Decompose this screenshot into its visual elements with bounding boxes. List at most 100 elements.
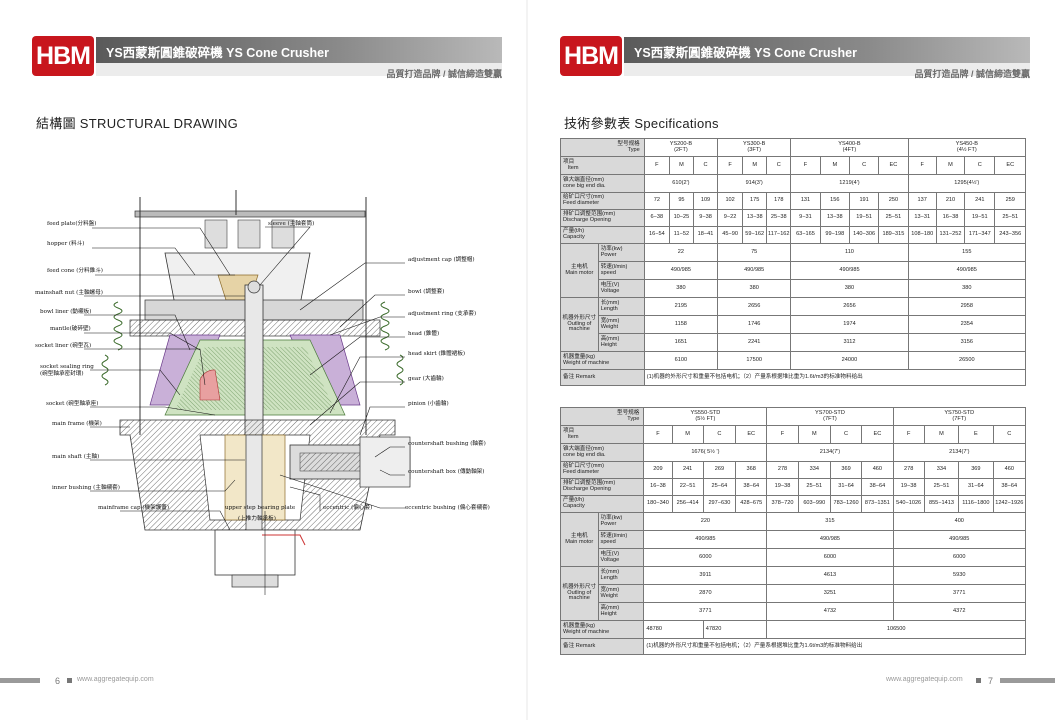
header-bar: YS西蒙斯圓錐破碎機 YS Cone Crusher xyxy=(624,37,1030,63)
table-cell: 31−64 xyxy=(958,478,994,496)
dims-label-cn: 机器外形尺寸 xyxy=(562,314,597,321)
row-label-cn: 高(mm) xyxy=(600,335,620,342)
table-cell: 278 xyxy=(892,461,925,479)
table-cell: 5930 xyxy=(892,566,1027,585)
row-label: 锥大端直径(mm)cone big end dia. xyxy=(559,443,645,462)
table-cell: 16−54 xyxy=(643,226,670,244)
table-cell: 4613 xyxy=(766,566,894,585)
model-header: YS200-B(2FT) xyxy=(643,138,719,157)
motor-label-en: Main motor xyxy=(565,269,594,276)
model-header: YS450-B(4½ FT) xyxy=(907,138,1027,157)
table-cell: 95 xyxy=(668,192,694,210)
table-cell: 368 xyxy=(735,461,768,479)
table-cell: 334 xyxy=(923,461,960,479)
table-cell: 3156 xyxy=(907,333,1027,352)
table-cell: 1295(4½') xyxy=(907,174,1027,193)
header-title: YS西蒙斯圓錐破碎機 YS Cone Crusher xyxy=(634,46,857,60)
row-label: 给矿口尺寸(mm)Feed diameter xyxy=(559,461,645,479)
table-cell: 131−252 xyxy=(935,226,966,244)
table-cell: 2134(7') xyxy=(766,443,894,462)
label-feed-plate: feed plate(分料盤) xyxy=(47,221,97,227)
row-label-cn: 锥大端直径(mm) xyxy=(563,176,605,183)
table-cell: 19−38 xyxy=(892,478,925,496)
footer-square xyxy=(976,678,981,683)
table-row: 项目 Item F M C F M C F M C EC F M C EC xyxy=(560,156,1026,175)
table-cell: 1242−1926 xyxy=(992,495,1027,513)
row-label: 功率(kw)Power xyxy=(597,512,645,531)
label-eccentric-bushing: eccentric bushing (偏心套襯套) xyxy=(405,505,490,511)
table-cell: 6000 xyxy=(766,548,894,567)
sub-type: F xyxy=(907,156,937,175)
sub-type: M xyxy=(819,156,850,175)
header-underbar xyxy=(96,63,502,76)
table-cell: 25−64 xyxy=(702,478,737,496)
table-cell: 460 xyxy=(861,461,894,479)
row-label: 机器重量(kg)Weight of machine xyxy=(559,620,645,639)
model-name: YS700-STD xyxy=(815,409,845,416)
table-cell: 11−52 xyxy=(668,226,694,244)
section-title: 結構圖 STRUCTURAL DRAWING xyxy=(36,116,239,131)
label-socket: socket (碗型軸承座) xyxy=(46,401,99,407)
table-cell: 38−64 xyxy=(861,478,894,496)
row-label-cn: 转速(l/min) xyxy=(600,532,628,539)
table-cell: 256−414 xyxy=(671,495,704,513)
model-sub: (4FT) xyxy=(842,146,857,153)
table-cell: 6−38 xyxy=(643,209,670,227)
table-cell: 31−64 xyxy=(829,478,863,496)
table-cell: 9−22 xyxy=(717,209,744,227)
table-cell: 19−51 xyxy=(848,209,880,227)
table-cell: 109 xyxy=(692,192,719,210)
row-label: 排矿口调整范围(mm)Discharge Opening xyxy=(560,209,645,227)
table-cell: 117−162 xyxy=(766,226,792,244)
table-cell: 47820 xyxy=(702,620,768,639)
sub-type: C xyxy=(992,425,1027,444)
table-cell: 13−38 xyxy=(742,209,768,227)
model-sub: (2FT) xyxy=(674,146,688,153)
table-row: 锥大端直径(mm)cone big end dia. 610(2') 914(3… xyxy=(560,174,1027,193)
corner-item-cn: 项目 xyxy=(563,158,575,165)
table-cell: 3112 xyxy=(790,333,909,352)
label-sleeve: sleeve (主軸套筒) xyxy=(268,221,315,227)
sub-type: M xyxy=(671,425,704,444)
table-cell: 3911 xyxy=(643,566,768,585)
table-cell: 38−64 xyxy=(992,478,1027,496)
table-cell: 4732 xyxy=(766,602,894,621)
label-inner-bushing: inner bushing (主軸襯套) xyxy=(52,485,120,491)
row-label-en: Height xyxy=(600,610,617,617)
table-cell: 220 xyxy=(643,512,768,531)
table-cell: 22−51 xyxy=(671,478,704,496)
table-cell: 25−38 xyxy=(766,209,792,227)
table-cell: 259 xyxy=(994,192,1026,210)
row-label-en: Feed diameter xyxy=(563,469,600,475)
table-cell: 22 xyxy=(643,243,719,262)
header-slogan: 品質打造品牌 / 誠信締造雙贏 xyxy=(914,69,1030,79)
dims-label-cn: 机器外形尺寸 xyxy=(562,583,597,590)
table-row: 转速(l/min)speed 490/985 490/985 490/985 xyxy=(561,530,1027,549)
sub-type: F xyxy=(717,156,744,175)
row-label: 长(mm)Length xyxy=(597,297,645,316)
sub-type: F xyxy=(643,156,670,175)
table-row: 产量(t/h)Capacity 180−340 256−414 297−630 … xyxy=(559,495,1027,513)
table-cell: 25−51 xyxy=(878,209,909,227)
table-row: 项目 Item F M C EC F M C EC F M E C xyxy=(559,425,1027,444)
label-mantle: mantle(破碎壁) xyxy=(50,326,91,332)
sub-type: E xyxy=(958,425,994,444)
corner-item-en: Item xyxy=(567,433,579,440)
dims-label-en: Outling of machine xyxy=(567,320,592,333)
sub-type: F xyxy=(892,425,925,444)
row-label: 功率(kw)Power xyxy=(597,243,645,262)
row-label-en: Discharge Opening xyxy=(563,217,611,223)
table-cell: 490/985 xyxy=(643,261,719,280)
sub-type: F xyxy=(643,425,673,444)
row-label-cn: 电压(V) xyxy=(600,550,620,557)
label-upper-step-bearing-plate-cn: (上推力軸承板) xyxy=(238,516,276,522)
sub-type: C xyxy=(848,156,880,175)
table-cell: 603−990 xyxy=(797,495,831,513)
table-row: 备注 Remark (1)机器的外形尺寸和重量不包括电机；（2）产量系根据堆比重… xyxy=(560,369,1027,386)
table-cell: 48780 xyxy=(643,620,704,639)
